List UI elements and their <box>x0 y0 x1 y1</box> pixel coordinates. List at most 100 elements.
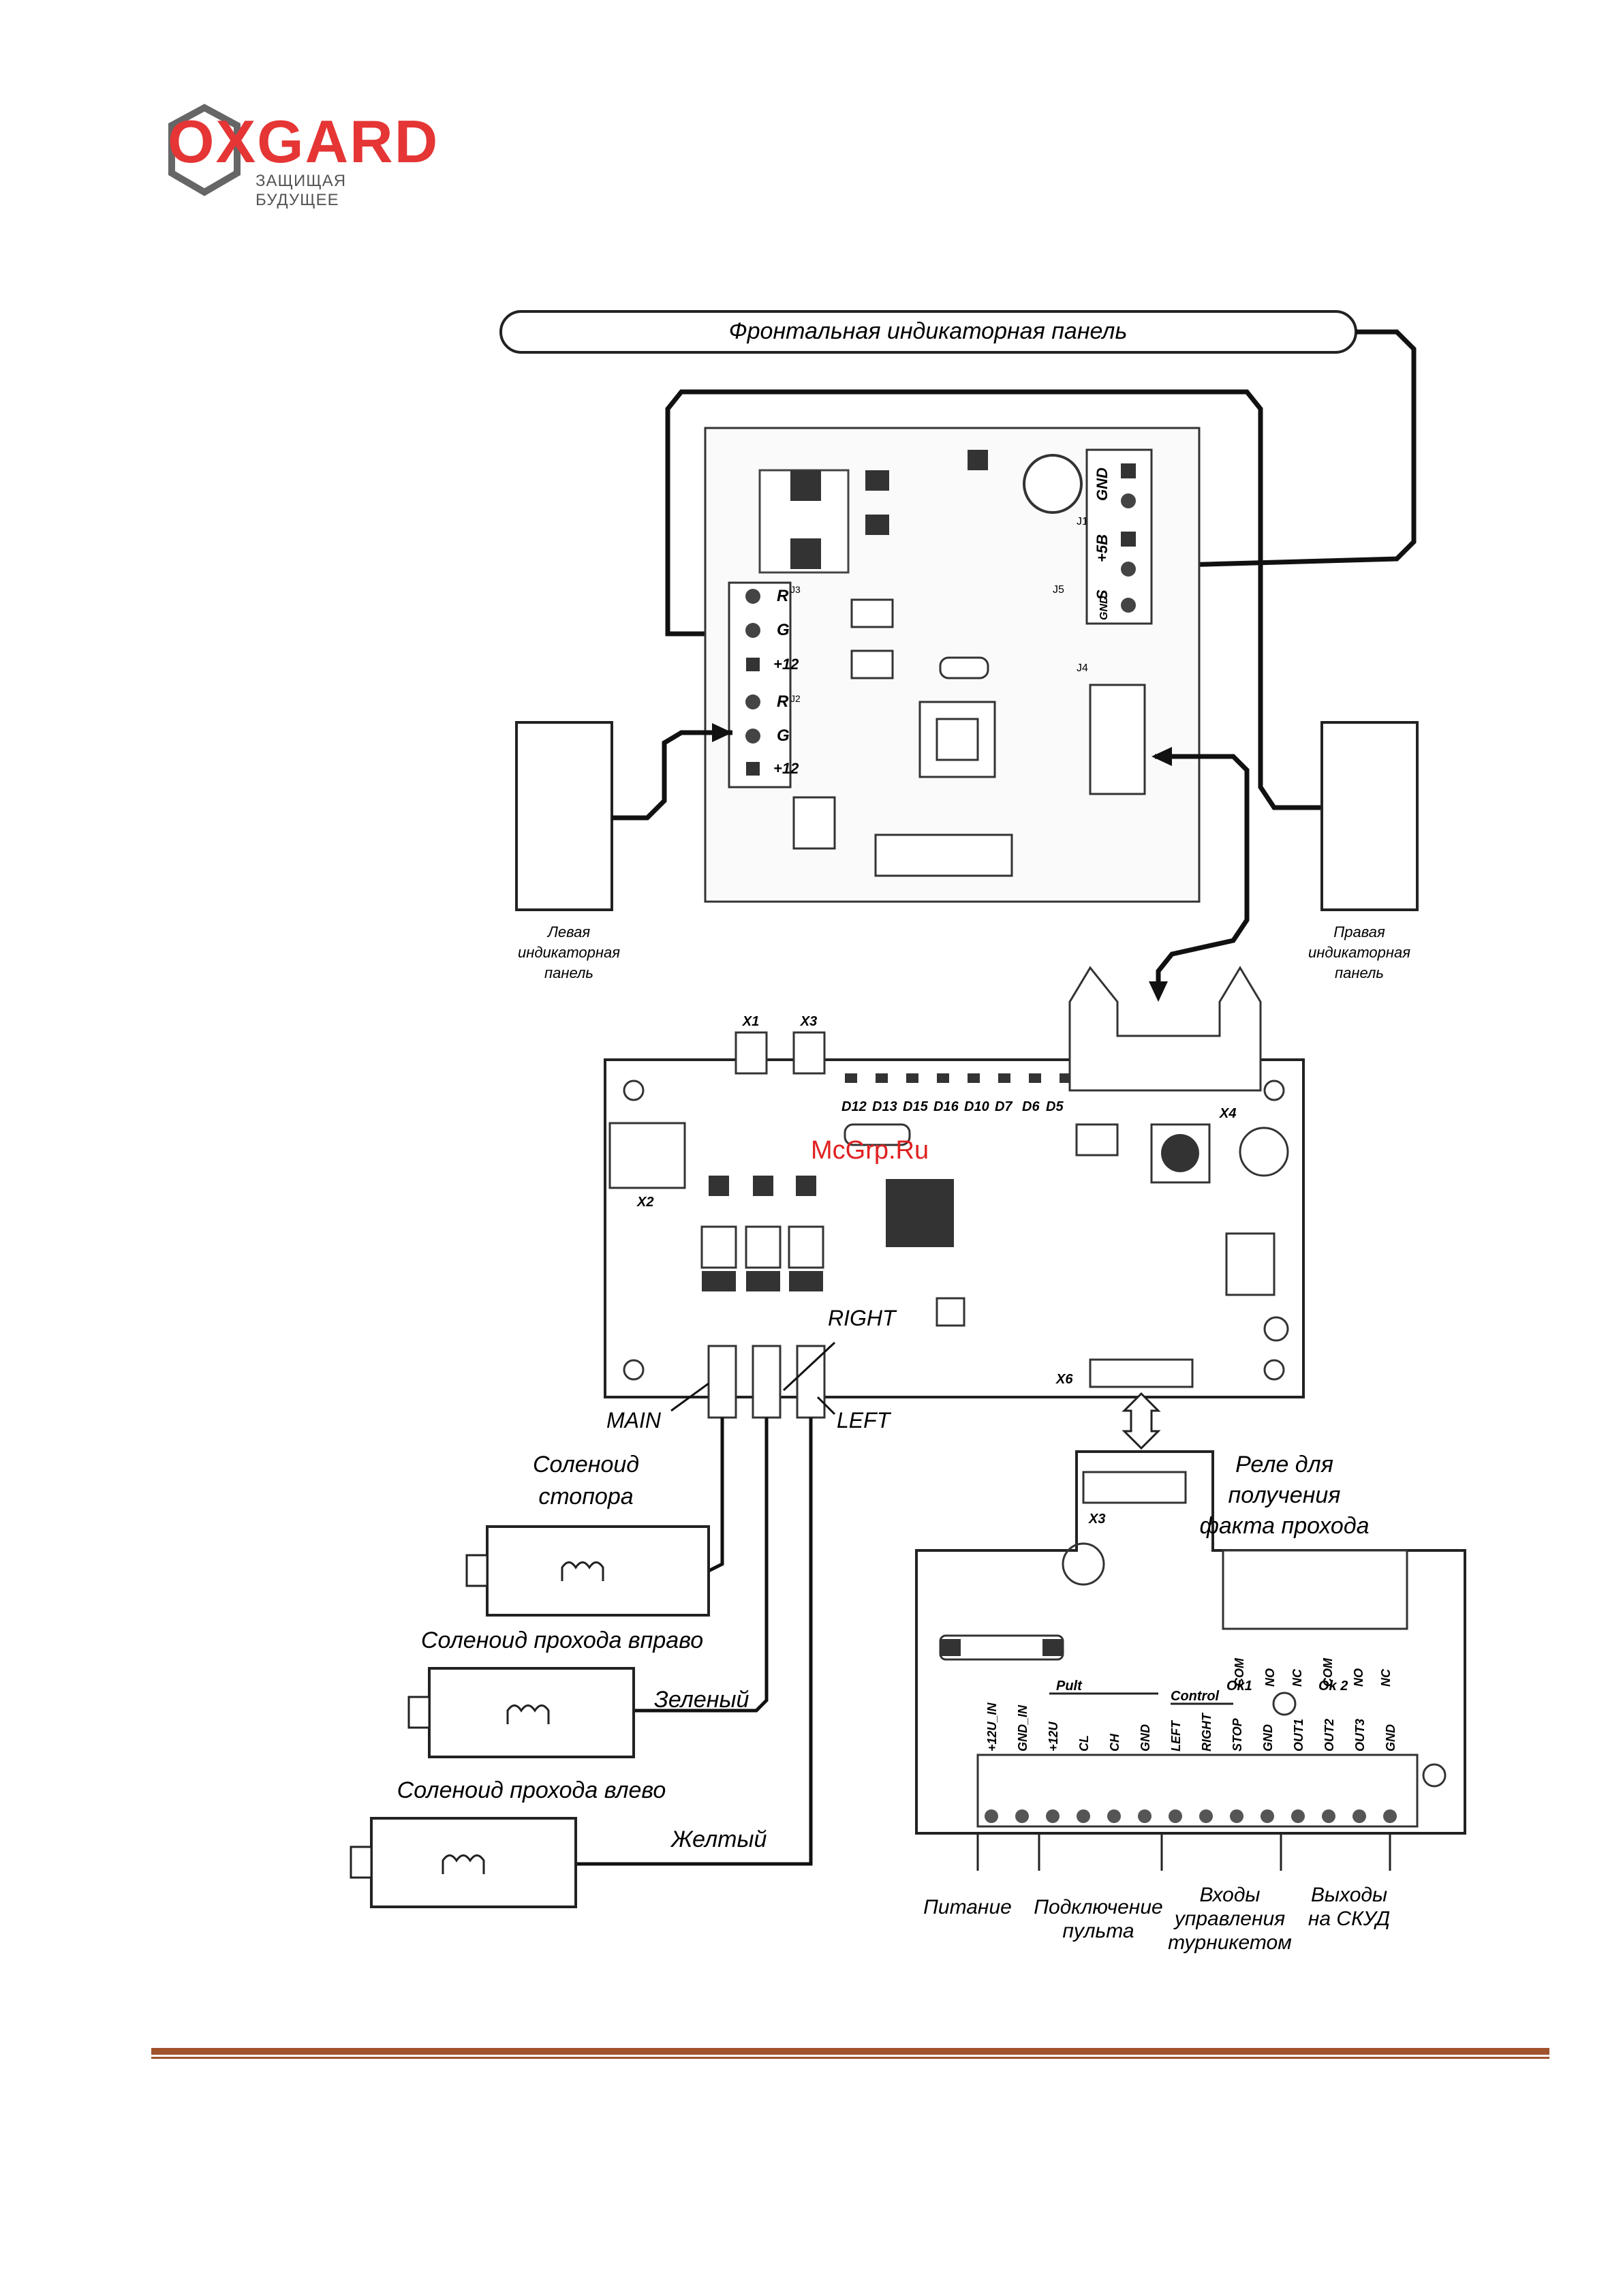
j4-connector <box>1089 684 1146 795</box>
x6-label: X6 <box>1055 1372 1073 1387</box>
front-panel-label: Фронтальная индикаторная панель <box>729 318 1128 344</box>
pin-gnd: GND <box>1098 596 1110 620</box>
solenoid-left <box>370 1817 577 1908</box>
outputs-line2: на СКУД <box>1308 1908 1390 1930</box>
term-12u-in: +12U_IN <box>985 1702 999 1751</box>
j3-pin-g: G <box>777 621 790 639</box>
pin-gnd12: GND <box>1094 468 1111 501</box>
term-ch: CH <box>1108 1733 1122 1751</box>
wire-green <box>630 1418 769 1713</box>
top-header <box>874 833 1013 877</box>
led-d5: D5 <box>1046 1099 1064 1114</box>
wire-yellow <box>576 1418 813 1866</box>
double-arrow-icon <box>1122 1392 1161 1450</box>
j2-pin-g: G <box>777 726 790 745</box>
main-connector <box>707 1345 737 1419</box>
j2-pin-12: +12 <box>773 760 799 777</box>
x3-label-mid: X3 <box>800 1014 817 1029</box>
x4-label: X4 <box>1219 1106 1236 1121</box>
power-label: Питание <box>923 1896 1012 1918</box>
solenoid-right <box>428 1667 635 1758</box>
right-panel-line3: панель <box>1335 964 1384 981</box>
arrow-head <box>1149 981 1168 1002</box>
relay-group-ok2: Ok 2 <box>1318 1679 1348 1694</box>
j3-j2-connector <box>728 581 792 789</box>
footer-rule-thin <box>151 2057 1549 2059</box>
term-gnd-in: GND_IN <box>1016 1704 1030 1751</box>
led-d12: D12 <box>841 1099 867 1114</box>
inputs-line1: Входы <box>1199 1884 1260 1906</box>
relay-terminals <box>1222 1549 1408 1630</box>
wire-top-loop <box>665 389 1322 810</box>
terminal-screws <box>985 1809 1397 1823</box>
oxgard-logo: OXGARD ЗАЩИЩАЯ БУДУЩЕЕ <box>164 102 437 209</box>
logo-word: OXGARD <box>168 108 439 175</box>
right-indicator-panel <box>1320 721 1419 911</box>
left-connector <box>796 1345 826 1419</box>
drivers <box>700 1176 824 1291</box>
logo-shield-icon <box>168 104 241 196</box>
x3-connector <box>1082 1471 1187 1504</box>
coil-icon <box>506 1704 550 1724</box>
interface-board <box>915 1450 1466 1835</box>
relay-pin-nc1: NC <box>1290 1668 1304 1687</box>
x2-label: X2 <box>636 1195 653 1210</box>
led-d7: D7 <box>995 1099 1013 1114</box>
term-out2: OUT2 <box>1323 1719 1336 1751</box>
capacitor <box>1023 454 1083 514</box>
j4-label: J4 <box>1077 662 1088 674</box>
watermark: McGrp.Ru <box>811 1136 929 1165</box>
left-label: LEFT <box>837 1408 892 1433</box>
term-gnd2: GND <box>1261 1724 1275 1751</box>
logo-tagline: ЗАЩИЩАЯ БУДУЩЕЕ <box>256 172 347 209</box>
wire-yellow-label: Желтый <box>670 1826 767 1852</box>
led-d13: D13 <box>872 1099 897 1114</box>
x2-connector <box>608 1122 686 1189</box>
term-cl: CL <box>1077 1735 1091 1751</box>
remote-line2: пульта <box>1062 1920 1134 1942</box>
relay-pin-no1: NO <box>1263 1668 1277 1687</box>
power-terminal <box>1085 448 1153 625</box>
inputs-line2: управления <box>1173 1908 1285 1930</box>
pin-s: S <box>1094 590 1111 600</box>
left-panel-line2: индикаторная <box>518 944 620 961</box>
relay-mid <box>1225 1232 1276 1296</box>
solenoid-stop-line1: Соленоид <box>533 1452 639 1478</box>
solenoid-left-label: Соленоид прохода влево <box>397 1777 666 1803</box>
coil-icon <box>561 1561 604 1581</box>
term-12u: +12U <box>1047 1721 1060 1751</box>
wire-left-panel <box>612 730 732 821</box>
x3-label: X3 <box>1088 1512 1105 1527</box>
group-pult: Pult <box>1056 1679 1083 1694</box>
relay-pin-no2: NO <box>1352 1668 1365 1687</box>
footer-rule <box>151 2048 1549 2055</box>
group-control: Control <box>1171 1689 1220 1704</box>
left-indicator-panel <box>515 721 613 911</box>
j2-label: J2 <box>790 693 801 704</box>
mcu-top <box>918 701 996 778</box>
coil-icon <box>442 1854 485 1874</box>
right-label: RIGHT <box>828 1306 897 1330</box>
x6-connector <box>1089 1358 1194 1388</box>
solenoid-stop <box>486 1525 710 1617</box>
relay-pin-com1: COM <box>1233 1657 1246 1687</box>
term-right: RIGHT <box>1200 1712 1214 1751</box>
main-label: MAIN <box>606 1408 662 1433</box>
x1-label: X1 <box>742 1014 759 1029</box>
outputs-line1: Выходы <box>1311 1884 1387 1906</box>
main-terminal-block <box>976 1754 1419 1828</box>
relay-label-line2: получения <box>1228 1482 1341 1508</box>
relay-pin-com2: COM <box>1321 1657 1335 1687</box>
j2-pin-r: R <box>777 692 789 711</box>
wire-front-to-s <box>1158 329 1417 568</box>
term-left: LEFT <box>1169 1719 1183 1751</box>
x4-connector <box>1068 966 1262 1092</box>
j5-label: J5 <box>1053 584 1064 596</box>
j3-pins <box>745 589 760 776</box>
j3-pin-12: +12 <box>773 656 799 673</box>
pin-5b: +5B <box>1094 534 1111 562</box>
wire-green-label: Зеленый <box>654 1687 749 1713</box>
led-d16: D16 <box>933 1099 959 1114</box>
